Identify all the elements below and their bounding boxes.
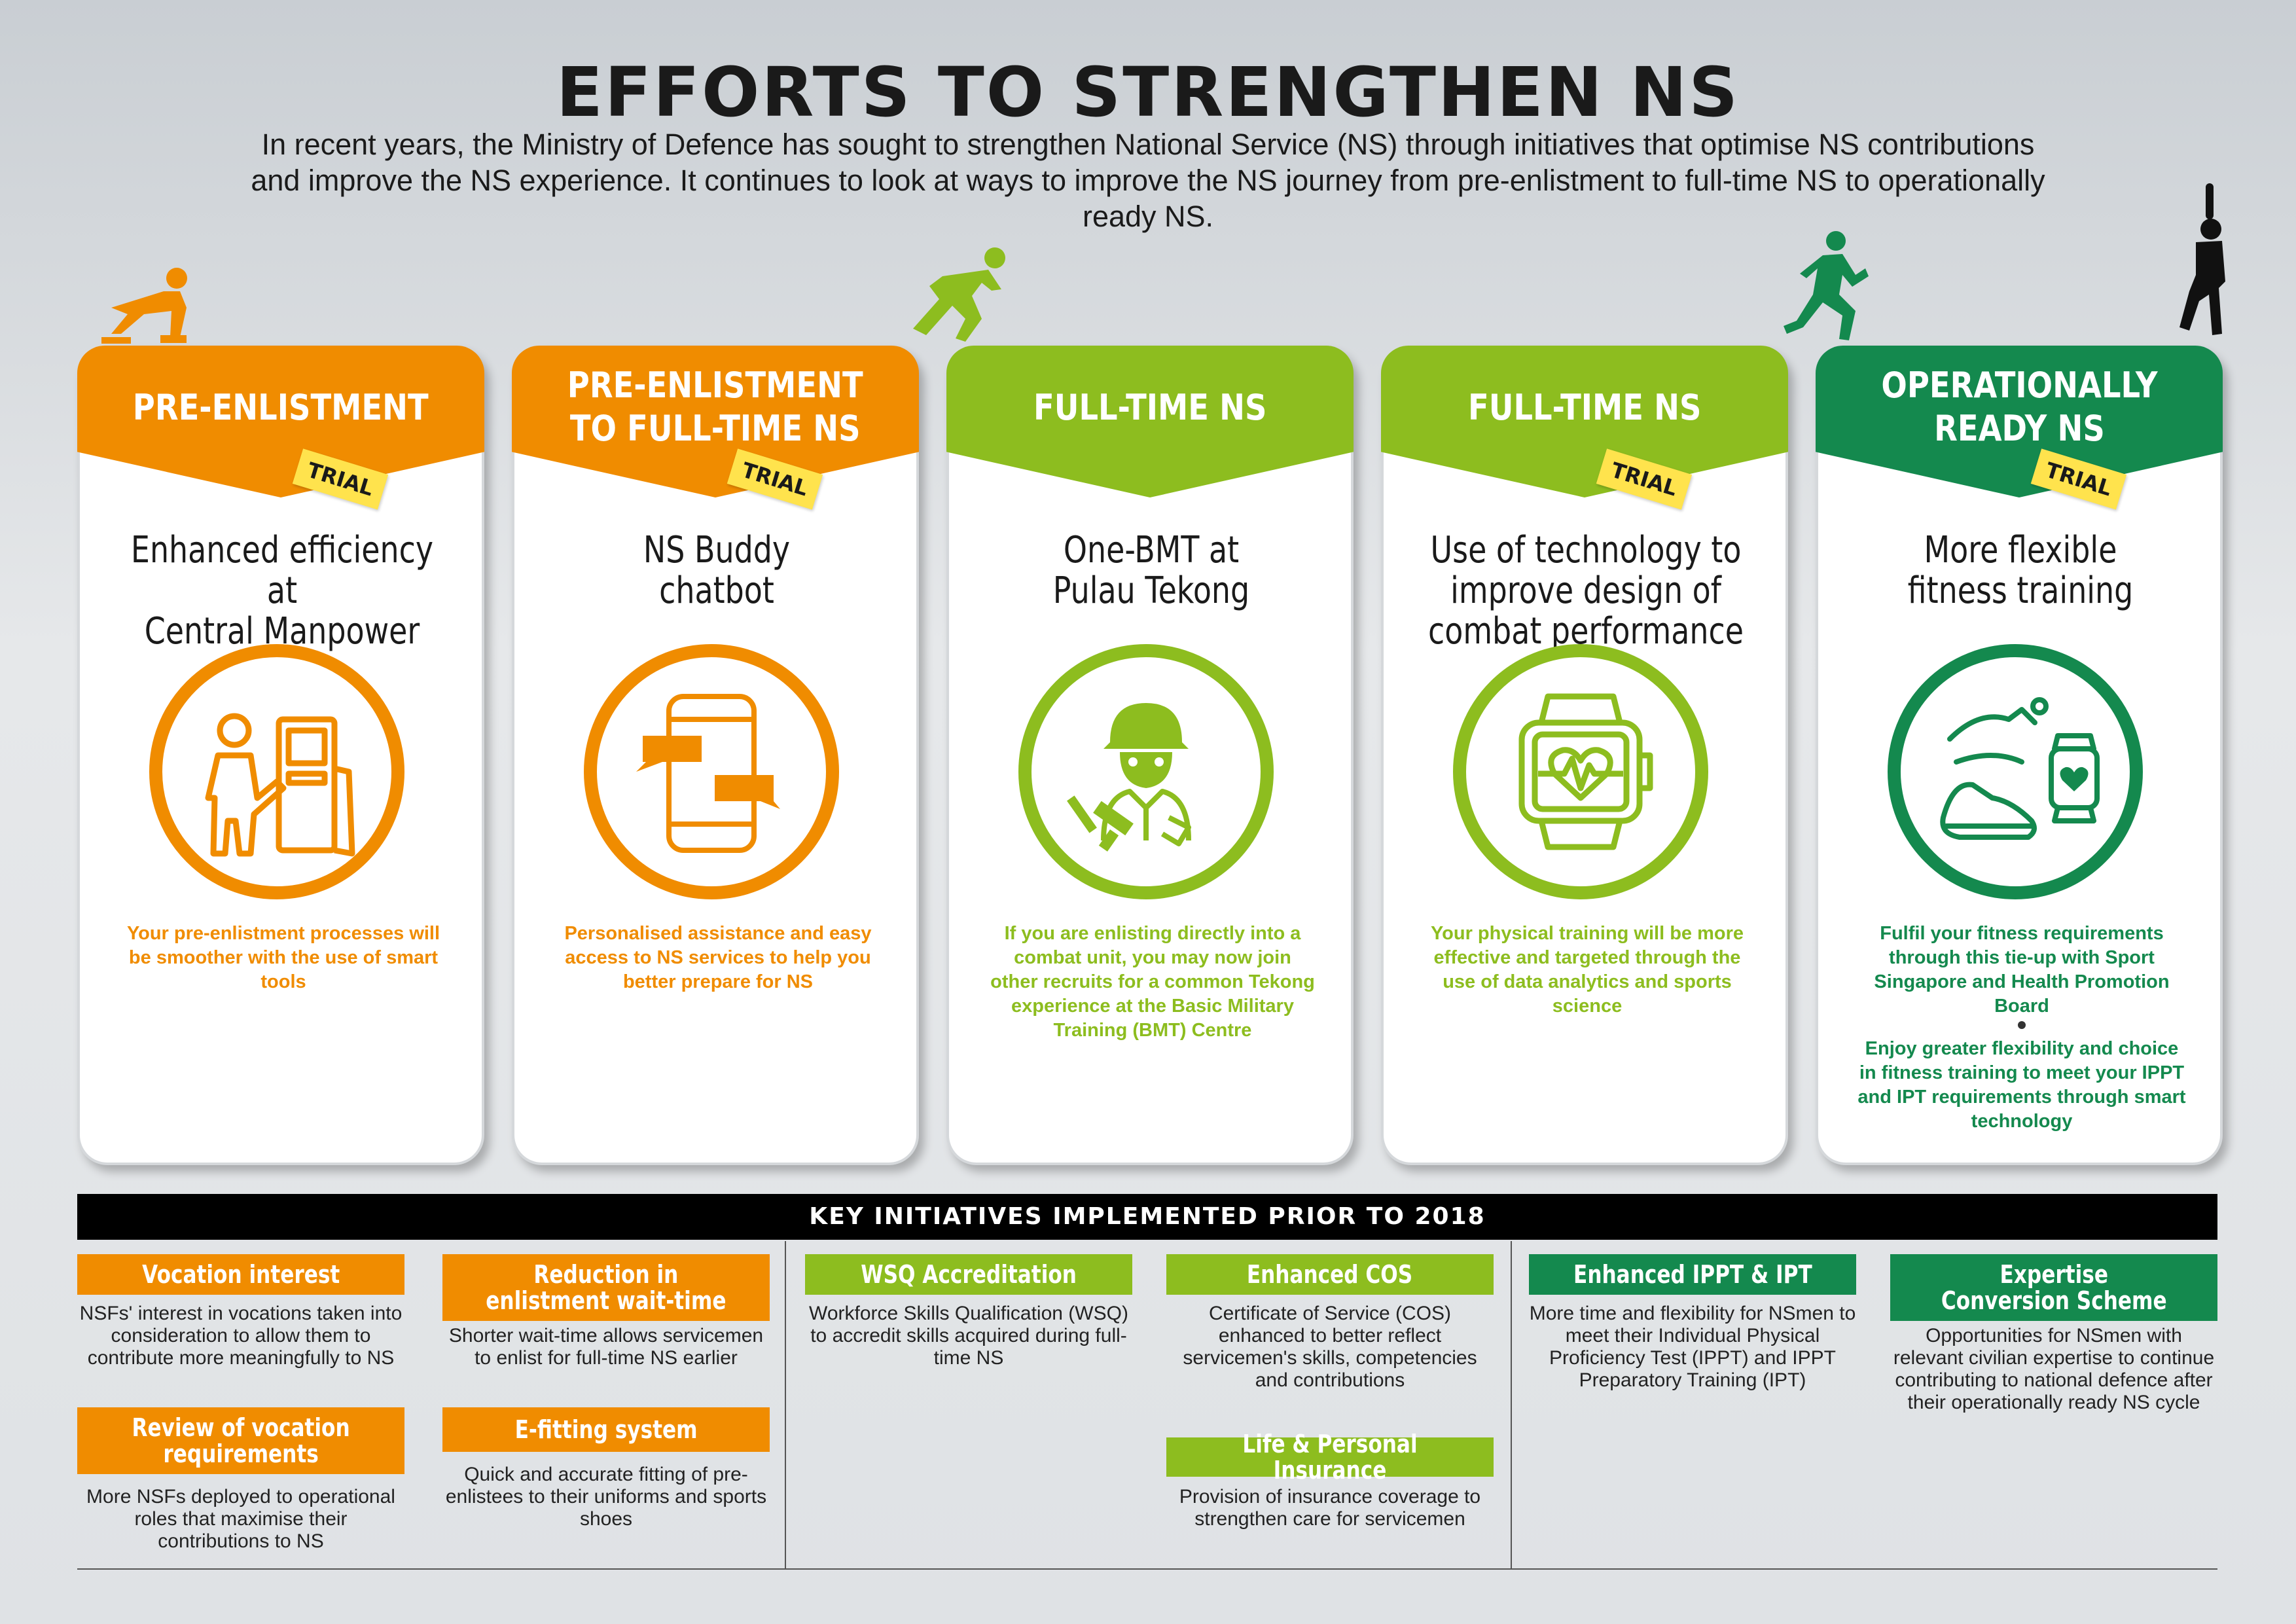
card-banner: PRE-ENLISTMENT TO FULL-TIME NS bbox=[512, 346, 919, 497]
card-banner: FULL-TIME NS bbox=[946, 346, 1354, 497]
initiative-label: Enhanced IPPT & IPT bbox=[1529, 1254, 1856, 1295]
crouching-runner-icon bbox=[101, 268, 187, 344]
sprinter-icon bbox=[913, 247, 1005, 342]
icon-circle bbox=[1018, 644, 1274, 899]
card-title: NS Buddy chatbot bbox=[643, 529, 791, 612]
card-pre-enlistment-to-full-time: PRE-ENLISTMENT TO FULL-TIME NS TRIAL NS … bbox=[512, 346, 919, 1165]
bottom-rule bbox=[77, 1568, 2217, 1570]
bullet-dot bbox=[2018, 1021, 2026, 1029]
stage-label: PRE-ENLISTMENT TO FULL-TIME NS bbox=[567, 365, 863, 449]
card-full-time-technology: FULL-TIME NS TRIAL Use of technology to … bbox=[1381, 346, 1788, 1165]
stage-label: OPERATIONALLY READY NS bbox=[1880, 365, 2158, 449]
initiative-text: More time and flexibility for NSmen to m… bbox=[1529, 1303, 1856, 1391]
initiative-text: Provision of insurance coverage to stren… bbox=[1179, 1486, 1481, 1530]
card-description: If you are enlisting directly into a com… bbox=[990, 923, 1315, 1041]
smartwatch-heartbeat-icon bbox=[1518, 693, 1653, 850]
initiative-label: E-fitting system bbox=[442, 1407, 770, 1452]
initiative-text: More NSFs deployed to operational roles … bbox=[86, 1486, 395, 1552]
initiative-label: WSQ Accreditation bbox=[805, 1254, 1132, 1295]
initiative-text: NSFs' interest in vocations taken into c… bbox=[79, 1303, 403, 1369]
card-pre-enlistment: PRE-ENLISTMENT TRIAL Enhanced efficiency… bbox=[77, 346, 484, 1165]
key-initiatives-heading: KEY INITIATIVES IMPLEMENTED PRIOR TO 201… bbox=[77, 1194, 2217, 1240]
initiative-label: Enhanced COS bbox=[1166, 1254, 1494, 1295]
initiative-label: Expertise Conversion Scheme bbox=[1890, 1254, 2217, 1321]
initiative-label: Life & Personal Insurance bbox=[1166, 1431, 1494, 1483]
icon-circle bbox=[149, 644, 404, 899]
card-description-part-1: Fulfil your fitness requirements through… bbox=[1874, 923, 2170, 1017]
section-divider bbox=[1511, 1241, 1512, 1568]
initiative-text: Workforce Skills Qualification (WSQ) to … bbox=[809, 1303, 1128, 1369]
card-operationally-ready: OPERATIONALLY READY NS TRIAL More flexib… bbox=[1816, 346, 2223, 1165]
soldier-icon bbox=[1067, 703, 1191, 852]
stage-label: FULL-TIME NS bbox=[1467, 387, 1702, 428]
section-divider bbox=[785, 1241, 786, 1568]
icon-circle bbox=[1453, 644, 1708, 899]
initiative-label: Reduction in enlistment wait-time bbox=[442, 1254, 770, 1321]
victory-runner-icon bbox=[2179, 183, 2225, 335]
initiative-text: Shorter wait-time allows servicemen to e… bbox=[448, 1325, 764, 1369]
card-description: Fulfil your fitness requirements through… bbox=[1857, 922, 2186, 1134]
card-description: Personalised assistance and easy access … bbox=[564, 923, 872, 992]
card-full-time-bmt: FULL-TIME NS One-BMT at Pulau Tekong If … bbox=[946, 346, 1354, 1165]
initiative-text: Opportunities for NSmen with relevant ci… bbox=[1893, 1325, 2215, 1413]
phone-chat-icon bbox=[636, 694, 780, 853]
initiative-text: Certificate of Service (COS) enhanced to… bbox=[1183, 1303, 1477, 1391]
card-title: One-BMT at Pulau Tekong bbox=[1052, 529, 1250, 612]
card-title: More flexible fitness training bbox=[1907, 529, 2134, 612]
fitness-icons bbox=[1940, 697, 2100, 840]
stage-label: PRE-ENLISTMENT bbox=[133, 387, 429, 428]
intro-paragraph: In recent years, the Ministry of Defence… bbox=[251, 128, 2045, 233]
card-banner: OPERATIONALLY READY NS bbox=[1816, 346, 2223, 497]
initiative-label: Review of vocation requirements bbox=[77, 1407, 404, 1474]
jogger-icon bbox=[1784, 231, 1869, 340]
card-title: Use of technology to improve design of c… bbox=[1427, 529, 1744, 653]
kiosk-user-icon bbox=[205, 713, 355, 857]
initiative-label: Vocation interest bbox=[77, 1254, 404, 1295]
page-title: EFFORTS TO STRENGTHEN NS bbox=[556, 52, 1740, 132]
stage-label: FULL-TIME NS bbox=[1033, 387, 1267, 428]
initiative-text: Quick and accurate fitting of pre-enlist… bbox=[445, 1464, 767, 1530]
card-description: Your physical training will be more effe… bbox=[1430, 923, 1744, 1017]
icon-circle bbox=[1888, 644, 2143, 899]
card-banner: FULL-TIME NS bbox=[1381, 346, 1788, 497]
card-description-part-2: Enjoy greater flexibility and choice in … bbox=[1857, 1038, 2186, 1132]
icon-circle bbox=[584, 644, 839, 899]
card-banner: PRE-ENLISTMENT bbox=[77, 346, 484, 497]
card-description: Your pre-enlistment processes will be sm… bbox=[126, 923, 440, 992]
